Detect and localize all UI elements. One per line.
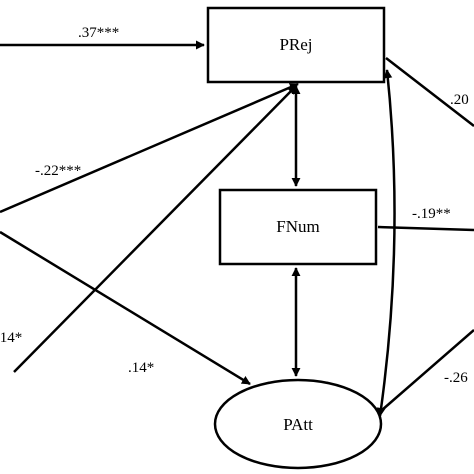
path-patt-right bbox=[381, 329, 474, 411]
node-fnum-label: FNum bbox=[276, 217, 319, 236]
path-lower-left-to-prej bbox=[13, 85, 297, 373]
node-fnum: FNum bbox=[218, 188, 378, 266]
path-prej-right bbox=[385, 57, 474, 127]
coef-left-to-prej: -.22*** bbox=[35, 163, 81, 179]
coef-fnum-right: -.19** bbox=[412, 206, 451, 222]
coef-left-to-patt: .14* bbox=[128, 360, 154, 376]
path-fnum-right bbox=[377, 225, 474, 232]
node-patt: PAtt bbox=[213, 378, 383, 470]
node-prej: PRej bbox=[206, 6, 386, 84]
coef-top-left-to-prej: .37*** bbox=[78, 25, 119, 41]
coef-patt-right: -.26 bbox=[444, 370, 468, 386]
coef-right-top: .20 bbox=[450, 92, 469, 108]
node-prej-box bbox=[206, 6, 386, 84]
node-patt-label: PAtt bbox=[283, 415, 313, 434]
path-left-to-prej bbox=[0, 82, 299, 214]
path-left-to-patt bbox=[0, 230, 251, 386]
coef-lower-left-to-prej: .14* bbox=[0, 330, 22, 346]
path-prej-patt-curve bbox=[376, 69, 396, 417]
node-fnum-box bbox=[218, 188, 378, 266]
node-prej-label: PRej bbox=[279, 35, 312, 54]
node-patt-ellipse bbox=[213, 378, 383, 470]
